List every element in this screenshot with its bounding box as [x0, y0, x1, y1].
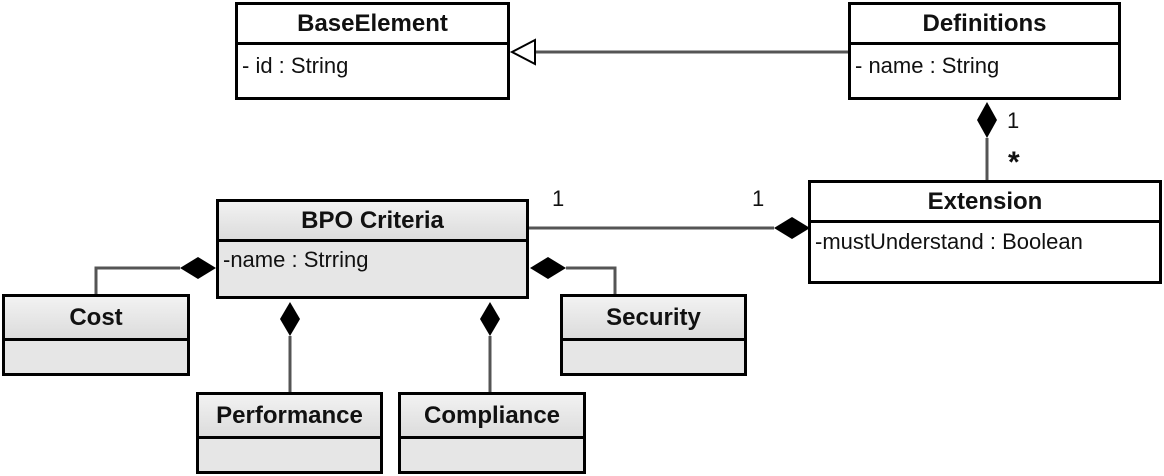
class-attribute: -mustUnderstand : Boolean	[815, 229, 1083, 254]
class-name: Extension	[811, 183, 1159, 223]
multiplicity-bpo: 1	[552, 186, 565, 211]
class-name: Definitions	[851, 5, 1118, 45]
security-composition-line	[566, 266, 617, 294]
class-base-element: BaseElement - id : String	[235, 2, 510, 100]
extension-composition-diamond	[774, 217, 810, 239]
class-name: Security	[563, 297, 744, 341]
cost-composition-diamond	[180, 257, 216, 279]
compliance-composition-diamond	[480, 302, 500, 336]
class-name: BPO Criteria	[219, 202, 526, 242]
performance-composition-diamond	[280, 302, 300, 336]
class-extension: Extension -mustUnderstand : Boolean	[808, 180, 1162, 284]
cost-composition-line	[94, 266, 180, 294]
class-attribute: - id : String	[242, 53, 349, 78]
multiplicity-extension-bpo: 1	[752, 186, 765, 211]
multiplicity-extension: *	[1008, 146, 1020, 179]
class-name: BaseElement	[238, 5, 507, 45]
security-composition-diamond	[530, 257, 566, 279]
class-security: Security	[560, 294, 747, 376]
class-compliance: Compliance	[398, 392, 586, 474]
class-definitions: Definitions - name : String	[848, 2, 1121, 100]
class-name: Compliance	[401, 395, 583, 439]
class-name: Performance	[199, 395, 380, 439]
class-attribute: -name : Strring	[223, 247, 369, 272]
definitions-composition-diamond	[977, 102, 997, 138]
class-attribute: - name : String	[855, 53, 1000, 78]
generalization-arrowhead	[509, 38, 536, 66]
class-cost: Cost	[2, 294, 190, 376]
class-bpo-criteria: BPO Criteria -name : Strring	[216, 199, 529, 299]
class-performance: Performance	[196, 392, 383, 474]
class-name: Cost	[5, 297, 187, 341]
multiplicity-definitions: 1	[1007, 108, 1020, 133]
